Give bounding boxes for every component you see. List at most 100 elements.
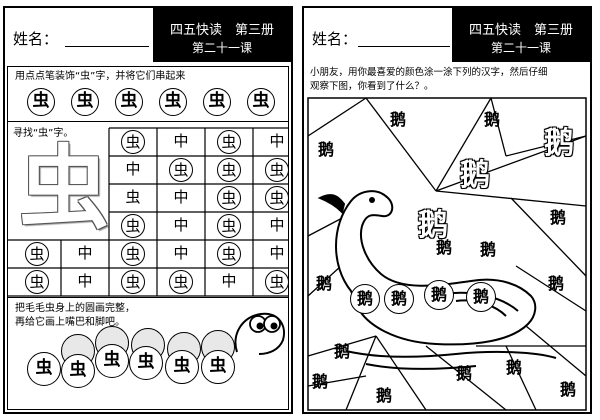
swan-circle: 鹅	[424, 280, 454, 310]
grid-char: 虫	[25, 270, 49, 294]
scatter-char: 鹅	[456, 364, 473, 383]
grid-char: 中	[173, 132, 189, 150]
scatter-char: 鹅	[560, 380, 577, 399]
grid-cell[interactable]: 虫	[109, 184, 157, 212]
grid-cell[interactable]: 中	[253, 212, 301, 240]
outlined-char: 鹅	[460, 158, 490, 193]
grid-char: 虫	[169, 158, 193, 182]
swan-circle: 鹅	[350, 284, 380, 314]
scatter-char: 鹅	[334, 342, 351, 361]
scatter-char: 鹅	[480, 240, 497, 259]
outlined-char: 鹅	[544, 126, 574, 161]
grid-char: 虫	[169, 270, 193, 294]
grid-char: 虫	[121, 214, 145, 238]
instruction-line-1: 小朋友，用你最喜爱的颜色涂一涂下列的汉字，然后仔细	[310, 67, 548, 78]
instruction-caterpillar-1: 把毛毛虫身上的圆画完整，	[15, 303, 135, 314]
caterpillar-segment: 虫	[129, 346, 163, 380]
grid-cell[interactable]: 虫	[109, 128, 157, 156]
grid-cell[interactable]: 虫	[13, 240, 61, 268]
caterpillar-segment: 虫	[95, 344, 129, 378]
caterpillar-segment: 虫	[61, 354, 95, 388]
grid-char: 虫	[265, 158, 289, 182]
grid-cell[interactable]: 中	[109, 156, 157, 184]
grid-cell[interactable]: 中	[157, 128, 205, 156]
grid-cell[interactable]: 虫	[205, 156, 253, 184]
grid-cell[interactable]: 虫	[205, 212, 253, 240]
grid-cell[interactable]: 中	[253, 128, 301, 156]
grid-cell[interactable]: 中	[253, 240, 301, 268]
scatter-char: 鹅	[390, 110, 407, 129]
header-title: 四五快读 第三册	[468, 23, 573, 38]
grid-cell[interactable]: 虫	[253, 184, 301, 212]
grid-char: 中	[77, 272, 93, 290]
grid-char: 虫	[265, 270, 289, 294]
scatter-char: 鹅	[548, 274, 565, 293]
grid-cell[interactable]: 虫	[253, 156, 301, 184]
grid-char: 虫	[121, 270, 145, 294]
grid-cell[interactable]: 中	[205, 268, 253, 296]
grid-cell[interactable]: 虫	[253, 268, 301, 296]
grid-char: 虫	[217, 186, 241, 210]
grid-cell[interactable]: 中	[157, 184, 205, 212]
decorate-circle: 虫	[27, 88, 55, 116]
scatter-char: 鹅	[506, 358, 523, 377]
name-field[interactable]	[65, 46, 149, 47]
grid-cell[interactable]: 中	[61, 268, 109, 296]
grid-cell[interactable]: 虫	[157, 268, 205, 296]
grid-cell[interactable]: 中	[157, 240, 205, 268]
grid-char: 虫	[217, 130, 241, 154]
grid-cell[interactable]: 虫	[13, 268, 61, 296]
decorate-circle: 虫	[247, 88, 275, 116]
name-label: 姓名：	[312, 30, 358, 48]
scatter-char: 鹅	[312, 372, 329, 391]
caterpillar-section	[7, 298, 289, 410]
grid-cell[interactable]: 虫	[109, 212, 157, 240]
swan-circle: 鹅	[466, 282, 496, 312]
grid-char: 中	[125, 160, 141, 178]
scatter-char: 鹅	[316, 274, 333, 293]
grid-char: 中	[173, 244, 189, 262]
grid-cell[interactable]: 虫	[109, 240, 157, 268]
instruction-find: 寻找“虫”字。	[13, 128, 74, 139]
grid-cell[interactable]: 虫	[205, 240, 253, 268]
decorate-circle: 虫	[115, 88, 143, 116]
find-section	[7, 122, 289, 298]
hidden-picture-mosaic	[307, 97, 587, 411]
header-box: 四五快读 第三册 第二十一课	[452, 8, 590, 62]
scatter-char: 鹅	[376, 386, 393, 405]
grid-char: 虫	[121, 130, 145, 154]
header-lesson: 第二十一课	[191, 41, 252, 55]
caterpillar-segment: 虫	[165, 350, 199, 384]
grid-cell[interactable]: 虫	[157, 156, 205, 184]
grid-cell[interactable]: 中	[61, 240, 109, 268]
grid-char: 虫	[25, 242, 49, 266]
header-title: 四五快读 第三册	[169, 23, 274, 38]
grid-char: 虫	[121, 242, 145, 266]
scatter-char: 鹅	[550, 208, 567, 227]
grid-char: 中	[269, 244, 285, 262]
grid-char: 中	[77, 244, 93, 262]
scatter-char: 鹅	[318, 140, 335, 159]
decorate-circle: 虫	[203, 88, 231, 116]
decorate-section	[7, 66, 289, 122]
instruction-decorate: 用点点笔装饰“虫”字，并将它们串起来	[15, 71, 186, 82]
grid-char: 中	[269, 216, 285, 234]
right-worksheet: 姓名： 四五快读 第三册 第二十一课 小朋友，用你最喜爱的颜色涂一涂下列的汉字，…	[302, 6, 592, 414]
caterpillar-segment: 虫	[201, 350, 235, 384]
grid-cell[interactable]: 中	[157, 212, 205, 240]
grid-cell[interactable]: 虫	[205, 128, 253, 156]
left-worksheet: 姓名： 四五快读 第三册 第二十一课 用点点笔装饰“虫”字，并将它们串起来 虫虫…	[3, 6, 293, 414]
grid-cell[interactable]: 虫	[109, 268, 157, 296]
grid-char: 虫	[265, 186, 289, 210]
scatter-char: 鹅	[484, 110, 501, 129]
name-field[interactable]	[358, 46, 450, 47]
caterpillar-segment: 虫	[27, 352, 61, 386]
grid-char: 虫	[125, 188, 141, 206]
instruction-caterpillar-2: 再给它画上嘴巴和脚吧。	[15, 317, 125, 328]
grid-char: 中	[173, 188, 189, 206]
decorate-circle: 虫	[71, 88, 99, 116]
caterpillar-head-icon	[234, 312, 285, 355]
grid-cell[interactable]: 虫	[205, 184, 253, 212]
scatter-char: 鹅	[436, 238, 453, 257]
swan-circle: 鹅	[384, 284, 414, 314]
